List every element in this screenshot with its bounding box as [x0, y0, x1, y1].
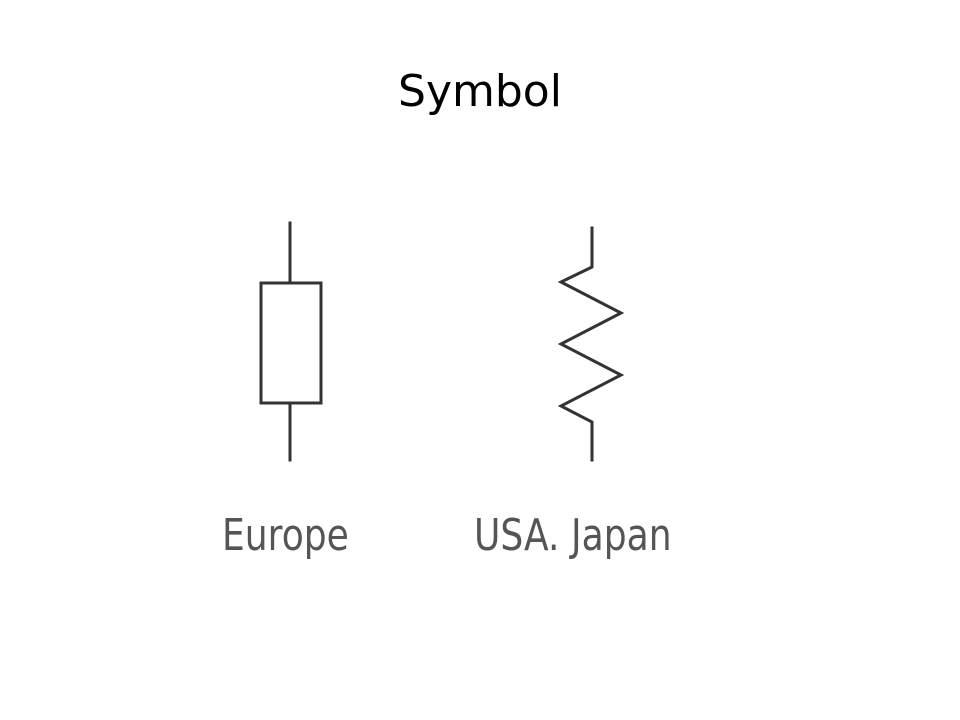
caption-usa-japan: USA. Japan: [474, 510, 672, 561]
slide-title: Symbol: [398, 66, 562, 117]
resistor-zigzag-icon: [557, 226, 625, 462]
caption-europe: Europe: [222, 510, 349, 561]
resistor-rectangle-icon: [259, 221, 323, 462]
usa-japan-resistor-zigzag: [557, 226, 625, 462]
europe-resistor-body: [259, 281, 323, 405]
